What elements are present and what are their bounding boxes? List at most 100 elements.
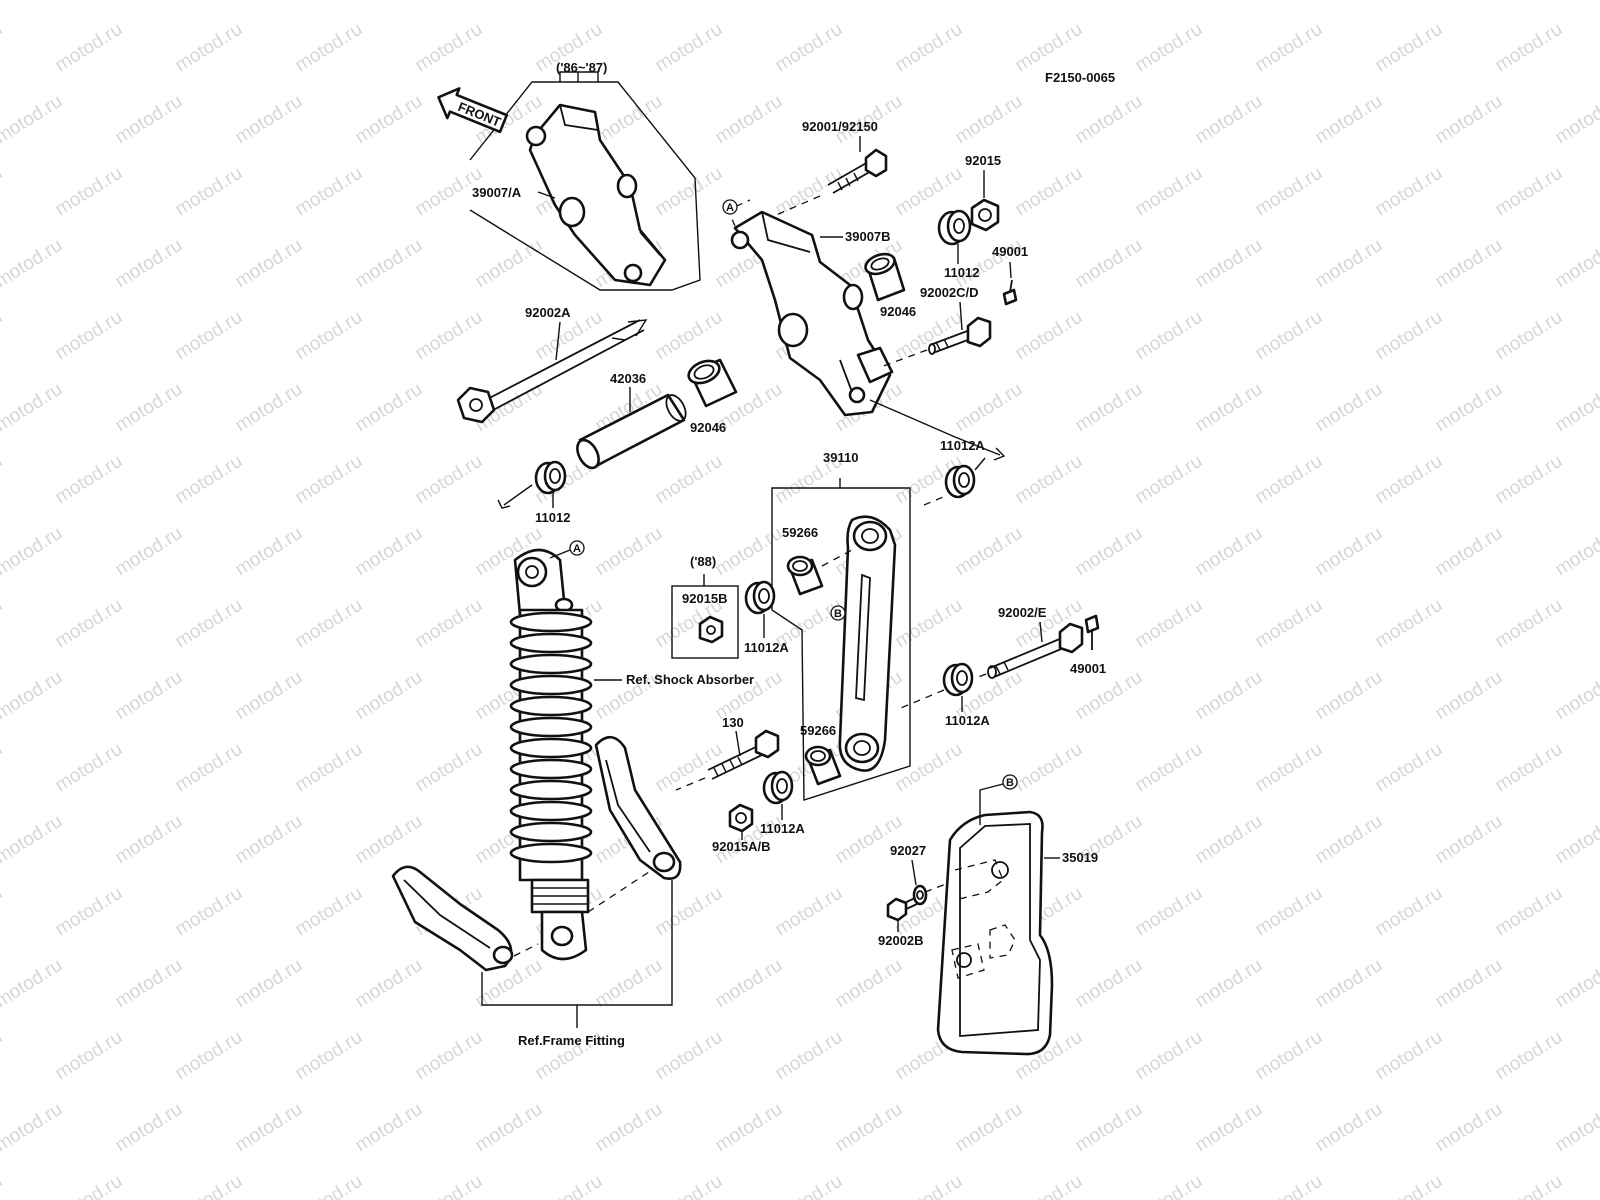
watermark-text: motod.ru: [1252, 163, 1327, 221]
watermark-text: motod.ru: [1432, 235, 1507, 293]
label-42036: 42036: [610, 371, 646, 386]
watermark-text: motod.ru: [772, 883, 847, 941]
watermark-text: motod.ru: [232, 811, 307, 869]
watermark-text: motod.ru: [1072, 91, 1147, 149]
watermark-text: motod.ru: [0, 739, 6, 797]
watermark-text: motod.ru: [952, 91, 1027, 149]
watermark-text: motod.ru: [1552, 0, 1600, 4]
watermark-text: motod.ru: [1132, 1171, 1207, 1200]
watermark-text: motod.ru: [1432, 667, 1507, 725]
watermark-text: motod.ru: [712, 523, 787, 581]
shock-absorber: [509, 548, 593, 961]
watermark-text: motod.ru: [1012, 19, 1087, 77]
label-59266-top: 59266: [782, 525, 818, 540]
watermark-text: motod.ru: [1012, 451, 1087, 509]
watermark-text: motod.ru: [1072, 955, 1147, 1013]
watermark-text: motod.ru: [1372, 19, 1447, 77]
shaft-92002a: [456, 319, 648, 424]
spring-coils: [509, 611, 593, 864]
watermark-text: motod.ru: [1372, 1027, 1447, 1085]
watermark-text: motod.ru: [292, 163, 367, 221]
watermark-text: motod.ru: [412, 451, 487, 509]
label-130: 130: [722, 715, 744, 730]
label-92001: 92001/92150: [802, 119, 878, 134]
watermark-text: motod.ru: [292, 595, 367, 653]
fitting-49001-right: [1084, 614, 1100, 650]
watermark-text: motod.ru: [1192, 91, 1267, 149]
watermark-text: motod.ru: [1132, 595, 1207, 653]
watermark-text: motod.ru: [412, 595, 487, 653]
spring-coil: [509, 800, 593, 822]
watermark-text: motod.ru: [172, 595, 247, 653]
watermark-text: motod.ru: [1192, 0, 1267, 4]
watermark-text: motod.ru: [1312, 1099, 1387, 1157]
watermark-text: motod.ru: [1552, 811, 1600, 869]
watermark-text: motod.ru: [112, 811, 187, 869]
watermark-text: motod.ru: [0, 595, 6, 653]
label-39110: 39110: [823, 450, 858, 465]
watermark-text: motod.ru: [772, 1027, 847, 1085]
watermark-text: motod.ru: [52, 19, 127, 77]
watermark-text: motod.ru: [892, 739, 967, 797]
watermark-text: motod.ru: [232, 235, 307, 293]
watermark-text: motod.ru: [1072, 379, 1147, 437]
label-11012a-mid: 11012A: [744, 640, 789, 655]
spring-coil: [509, 821, 593, 843]
watermark-text: motod.ru: [412, 1171, 487, 1200]
watermark-text: motod.ru: [352, 955, 427, 1013]
watermark-text: motod.ru: [1432, 523, 1507, 581]
watermark-text: motod.ru: [472, 1099, 547, 1157]
watermark-text: motod.ru: [1432, 0, 1507, 4]
label-11012a-right: 11012A: [945, 713, 990, 728]
watermark-text: motod.ru: [592, 1099, 667, 1157]
label-92046-lower: 92046: [690, 420, 726, 435]
watermark-text: motod.ru: [1192, 1099, 1267, 1157]
watermark-text: motod.ru: [352, 523, 427, 581]
bolt-92002b: [886, 897, 918, 922]
spring-coil: [509, 758, 593, 780]
watermark-text: motod.ru: [1552, 667, 1600, 725]
watermark-text: motod.ru: [1372, 451, 1447, 509]
marker-b-link: B: [830, 605, 846, 621]
inset-86-87: ('86~'87) FRONT 39007/A: [437, 60, 701, 291]
watermark-text: motod.ru: [832, 955, 907, 1013]
watermark-text: motod.ru: [1132, 883, 1207, 941]
watermark-text: motod.ru: [112, 1099, 187, 1157]
ref-shock-absorber: Ref. Shock Absorber: [626, 672, 754, 687]
svg-text:A: A: [573, 543, 581, 555]
cover-35019: [936, 810, 1054, 1056]
watermark-text: motod.ru: [1312, 811, 1387, 869]
marker-a-shock: A: [569, 540, 585, 556]
watermark-text: motod.ru: [52, 595, 127, 653]
watermark-text: motod.ru: [172, 19, 247, 77]
watermark-text: motod.ru: [1132, 307, 1207, 365]
watermark-text: motod.ru: [1312, 235, 1387, 293]
label-92002e: 92002/E: [998, 605, 1047, 620]
watermark-text: motod.ru: [1552, 955, 1600, 1013]
watermark-text: motod.ru: [1552, 379, 1600, 437]
watermark-text: motod.ru: [592, 91, 667, 149]
watermark-text: motod.ru: [1432, 379, 1507, 437]
watermark-text: motod.ru: [1132, 1027, 1207, 1085]
watermark-text: motod.ru: [172, 163, 247, 221]
watermark-text: motod.ru: [1552, 523, 1600, 581]
watermark-text: motod.ru: [1312, 955, 1387, 1013]
watermark-text: motod.ru: [1432, 955, 1507, 1013]
watermark-text: motod.ru: [1252, 307, 1327, 365]
watermark-text: motod.ru: [1372, 163, 1447, 221]
watermark-text: motod.ru: [1072, 523, 1147, 581]
watermark-text: motod.ru: [1192, 955, 1267, 1013]
watermark-text: motod.ru: [592, 955, 667, 1013]
label-92002b: 92002B: [878, 933, 924, 948]
watermark-text: motod.ru: [1012, 739, 1087, 797]
marker-a-top: A: [722, 199, 738, 215]
watermark-text: motod.ru: [352, 0, 427, 4]
watermark-text: motod.ru: [1132, 19, 1207, 77]
watermark-text: motod.ru: [1012, 1171, 1087, 1200]
label-92002cd: 92002C/D: [920, 285, 979, 300]
bushing-11012-right: [937, 209, 972, 246]
watermark-text: motod.ru: [172, 739, 247, 797]
watermark-text: motod.ru: [292, 1171, 367, 1200]
watermark-text: motod.ru: [1252, 451, 1327, 509]
